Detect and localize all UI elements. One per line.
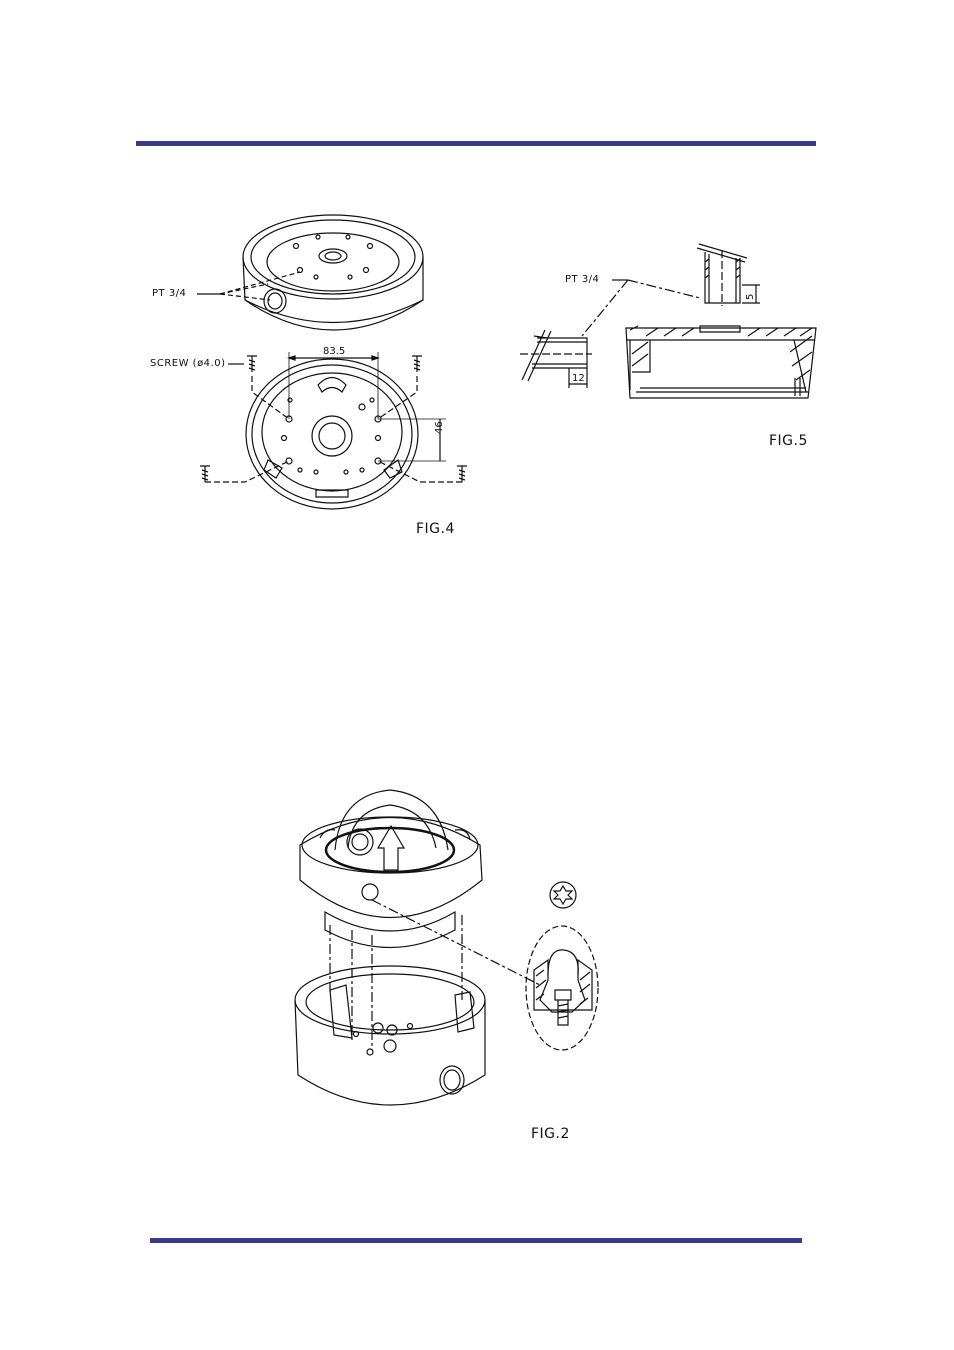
fig2-caption: FIG.2	[531, 1126, 570, 1142]
